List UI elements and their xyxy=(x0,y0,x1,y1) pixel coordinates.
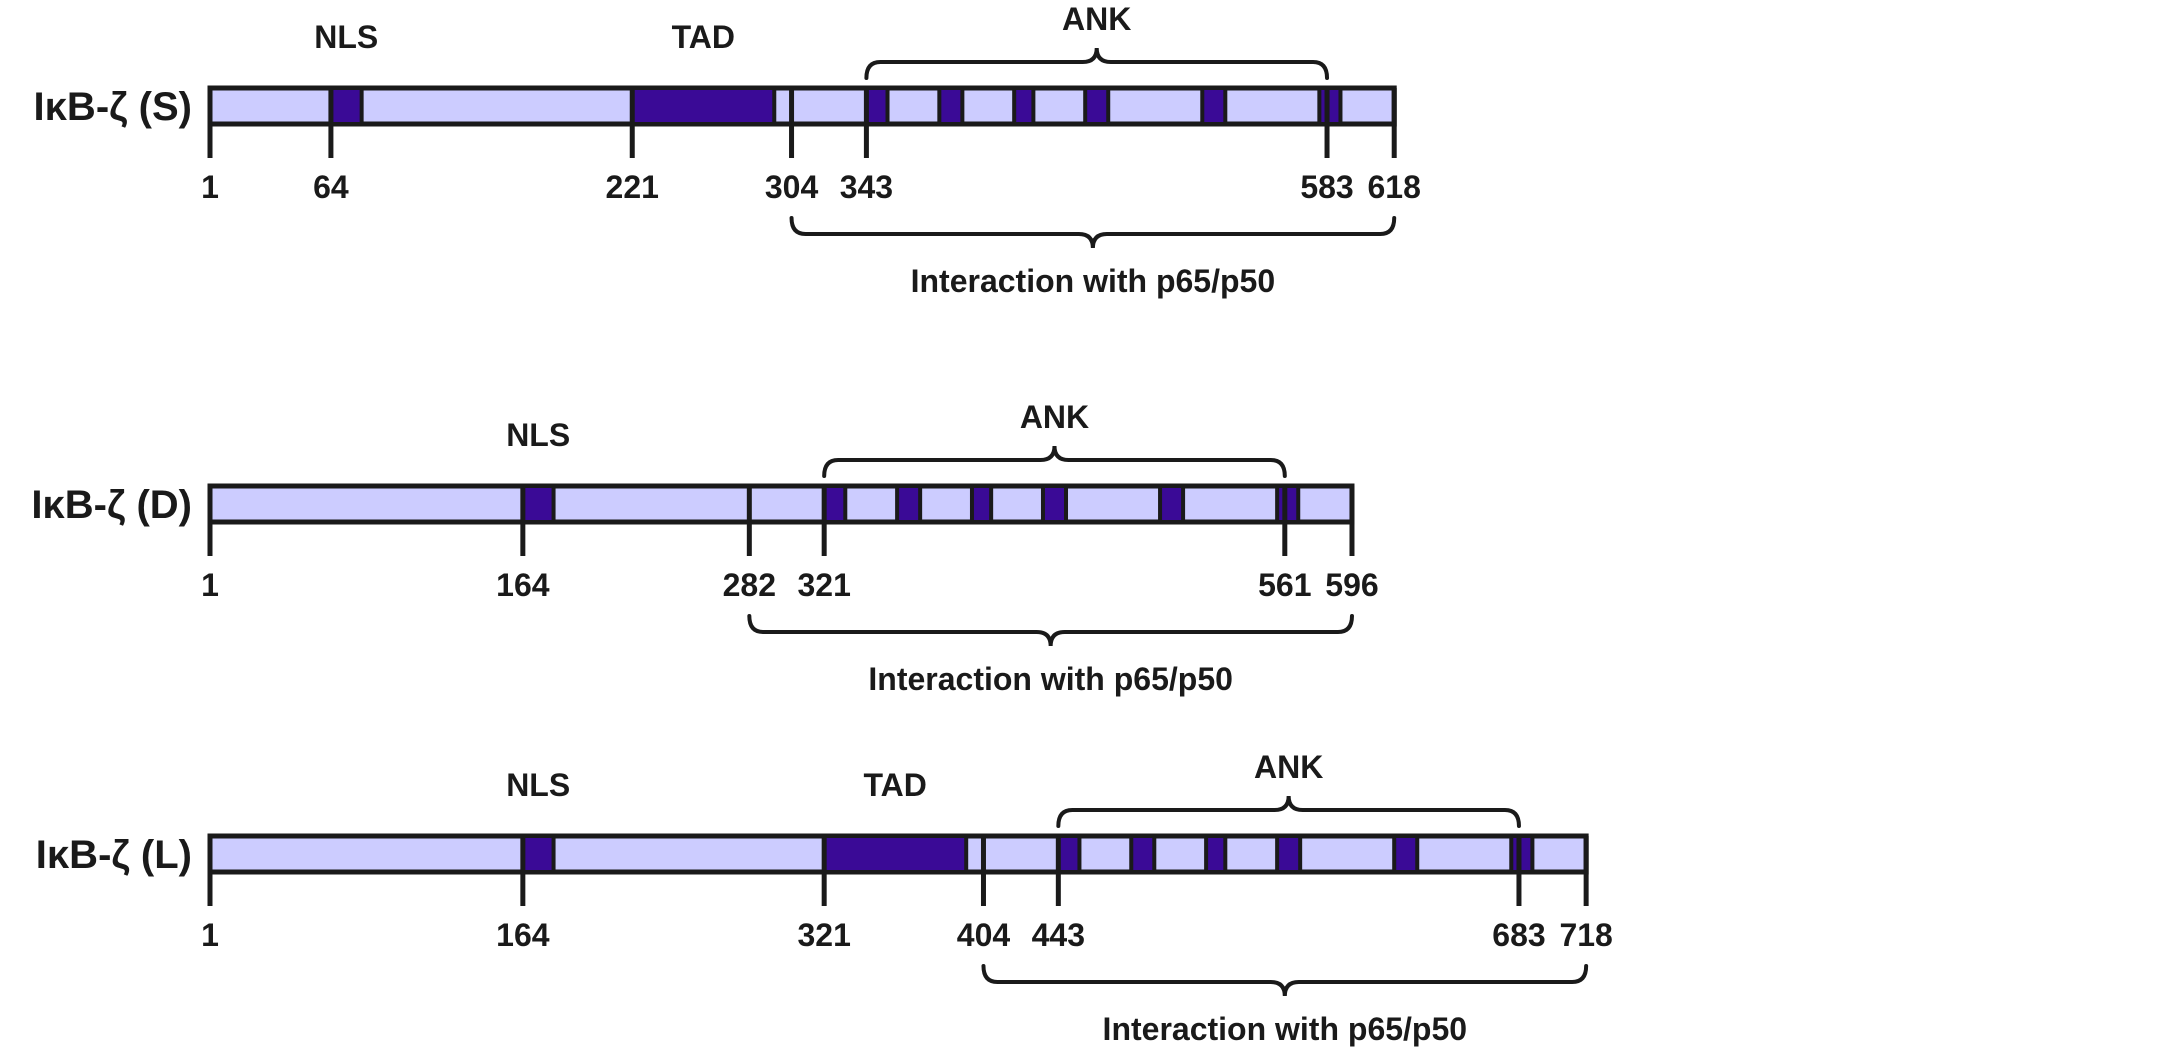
interaction-label: Interaction with p65/p50 xyxy=(868,661,1233,697)
ankyrin-repeat xyxy=(1509,834,1535,874)
domain-nls xyxy=(328,86,364,126)
position-label: 404 xyxy=(957,917,1011,953)
domain-label: NLS xyxy=(314,19,378,55)
ankyrin-repeat xyxy=(1392,834,1420,874)
ankyrin-repeat xyxy=(1083,86,1111,126)
protein-name: IκB-ζ (D) xyxy=(31,483,192,527)
position-label: 1 xyxy=(201,917,219,953)
position-label: 561 xyxy=(1258,567,1311,603)
ankyrin-repeat xyxy=(1317,86,1343,126)
position-label: 304 xyxy=(765,169,819,205)
domain-label: TAD xyxy=(863,767,926,803)
ankyrin-repeat xyxy=(1275,834,1303,874)
position-label: 282 xyxy=(723,567,776,603)
interaction-label: Interaction with p65/p50 xyxy=(1103,1011,1468,1047)
ankyrin-repeat xyxy=(1040,484,1069,524)
protein-row: IκB-ζ (L) NLS TAD ANK 1 164 321 404 443 683 718Int… xyxy=(36,749,1613,1047)
domain-label: NLS xyxy=(506,767,570,803)
position-label: 164 xyxy=(496,917,550,953)
position-label: 1 xyxy=(201,567,219,603)
interaction-brace xyxy=(789,216,1397,249)
position-label: 443 xyxy=(1032,917,1085,953)
position-label: 596 xyxy=(1325,567,1378,603)
protein-row: IκB-ζ (D) NLS ANK 1 164 282 321 561 596Interacti… xyxy=(31,399,1378,697)
position-label: 343 xyxy=(840,169,893,205)
domain-label: TAD xyxy=(672,19,735,55)
domain-tad xyxy=(630,86,777,126)
protein-name: IκB-ζ (S) xyxy=(34,85,192,129)
ank-label: ANK xyxy=(1062,1,1131,37)
domain-nls xyxy=(520,834,556,874)
interaction-brace xyxy=(981,964,1589,997)
ank-brace xyxy=(822,445,1287,478)
ankyrin-repeat xyxy=(1200,86,1228,126)
domain-tad xyxy=(822,834,969,874)
position-label: 618 xyxy=(1368,169,1421,205)
position-label: 1 xyxy=(201,169,219,205)
ank-label: ANK xyxy=(1020,399,1089,435)
ankyrin-repeat xyxy=(1204,834,1228,874)
ank-brace xyxy=(1056,795,1521,828)
ankyrin-repeat xyxy=(1158,484,1186,524)
protein-name: IκB-ζ (L) xyxy=(36,833,192,877)
ankyrin-repeat xyxy=(1129,834,1157,874)
ankyrin-repeat xyxy=(937,86,965,126)
ankyrin-repeat xyxy=(1275,484,1301,524)
position-label: 221 xyxy=(606,169,659,205)
ankyrin-repeat xyxy=(1056,834,1082,874)
position-label: 64 xyxy=(313,169,349,205)
position-label: 718 xyxy=(1559,917,1612,953)
interaction-brace xyxy=(747,614,1354,647)
domain-label: NLS xyxy=(506,417,570,453)
position-label: 321 xyxy=(797,917,850,953)
ankyrin-repeat xyxy=(895,484,923,524)
position-label: 321 xyxy=(797,567,850,603)
ankyrin-repeat xyxy=(1012,86,1036,126)
ankyrin-repeat xyxy=(864,86,890,126)
ank-label: ANK xyxy=(1254,749,1323,785)
ankyrin-repeat xyxy=(969,484,994,524)
position-label: 164 xyxy=(496,567,550,603)
protein-row: IκB-ζ (S) NLS TAD ANK 1 64 221 304 343 583 618Inte… xyxy=(34,1,1421,299)
ankyrin-repeat xyxy=(822,484,848,524)
interaction-label: Interaction with p65/p50 xyxy=(911,263,1276,299)
domain-nls xyxy=(520,484,556,524)
position-label: 583 xyxy=(1300,169,1353,205)
position-label: 683 xyxy=(1492,917,1545,953)
ank-brace xyxy=(864,47,1330,80)
